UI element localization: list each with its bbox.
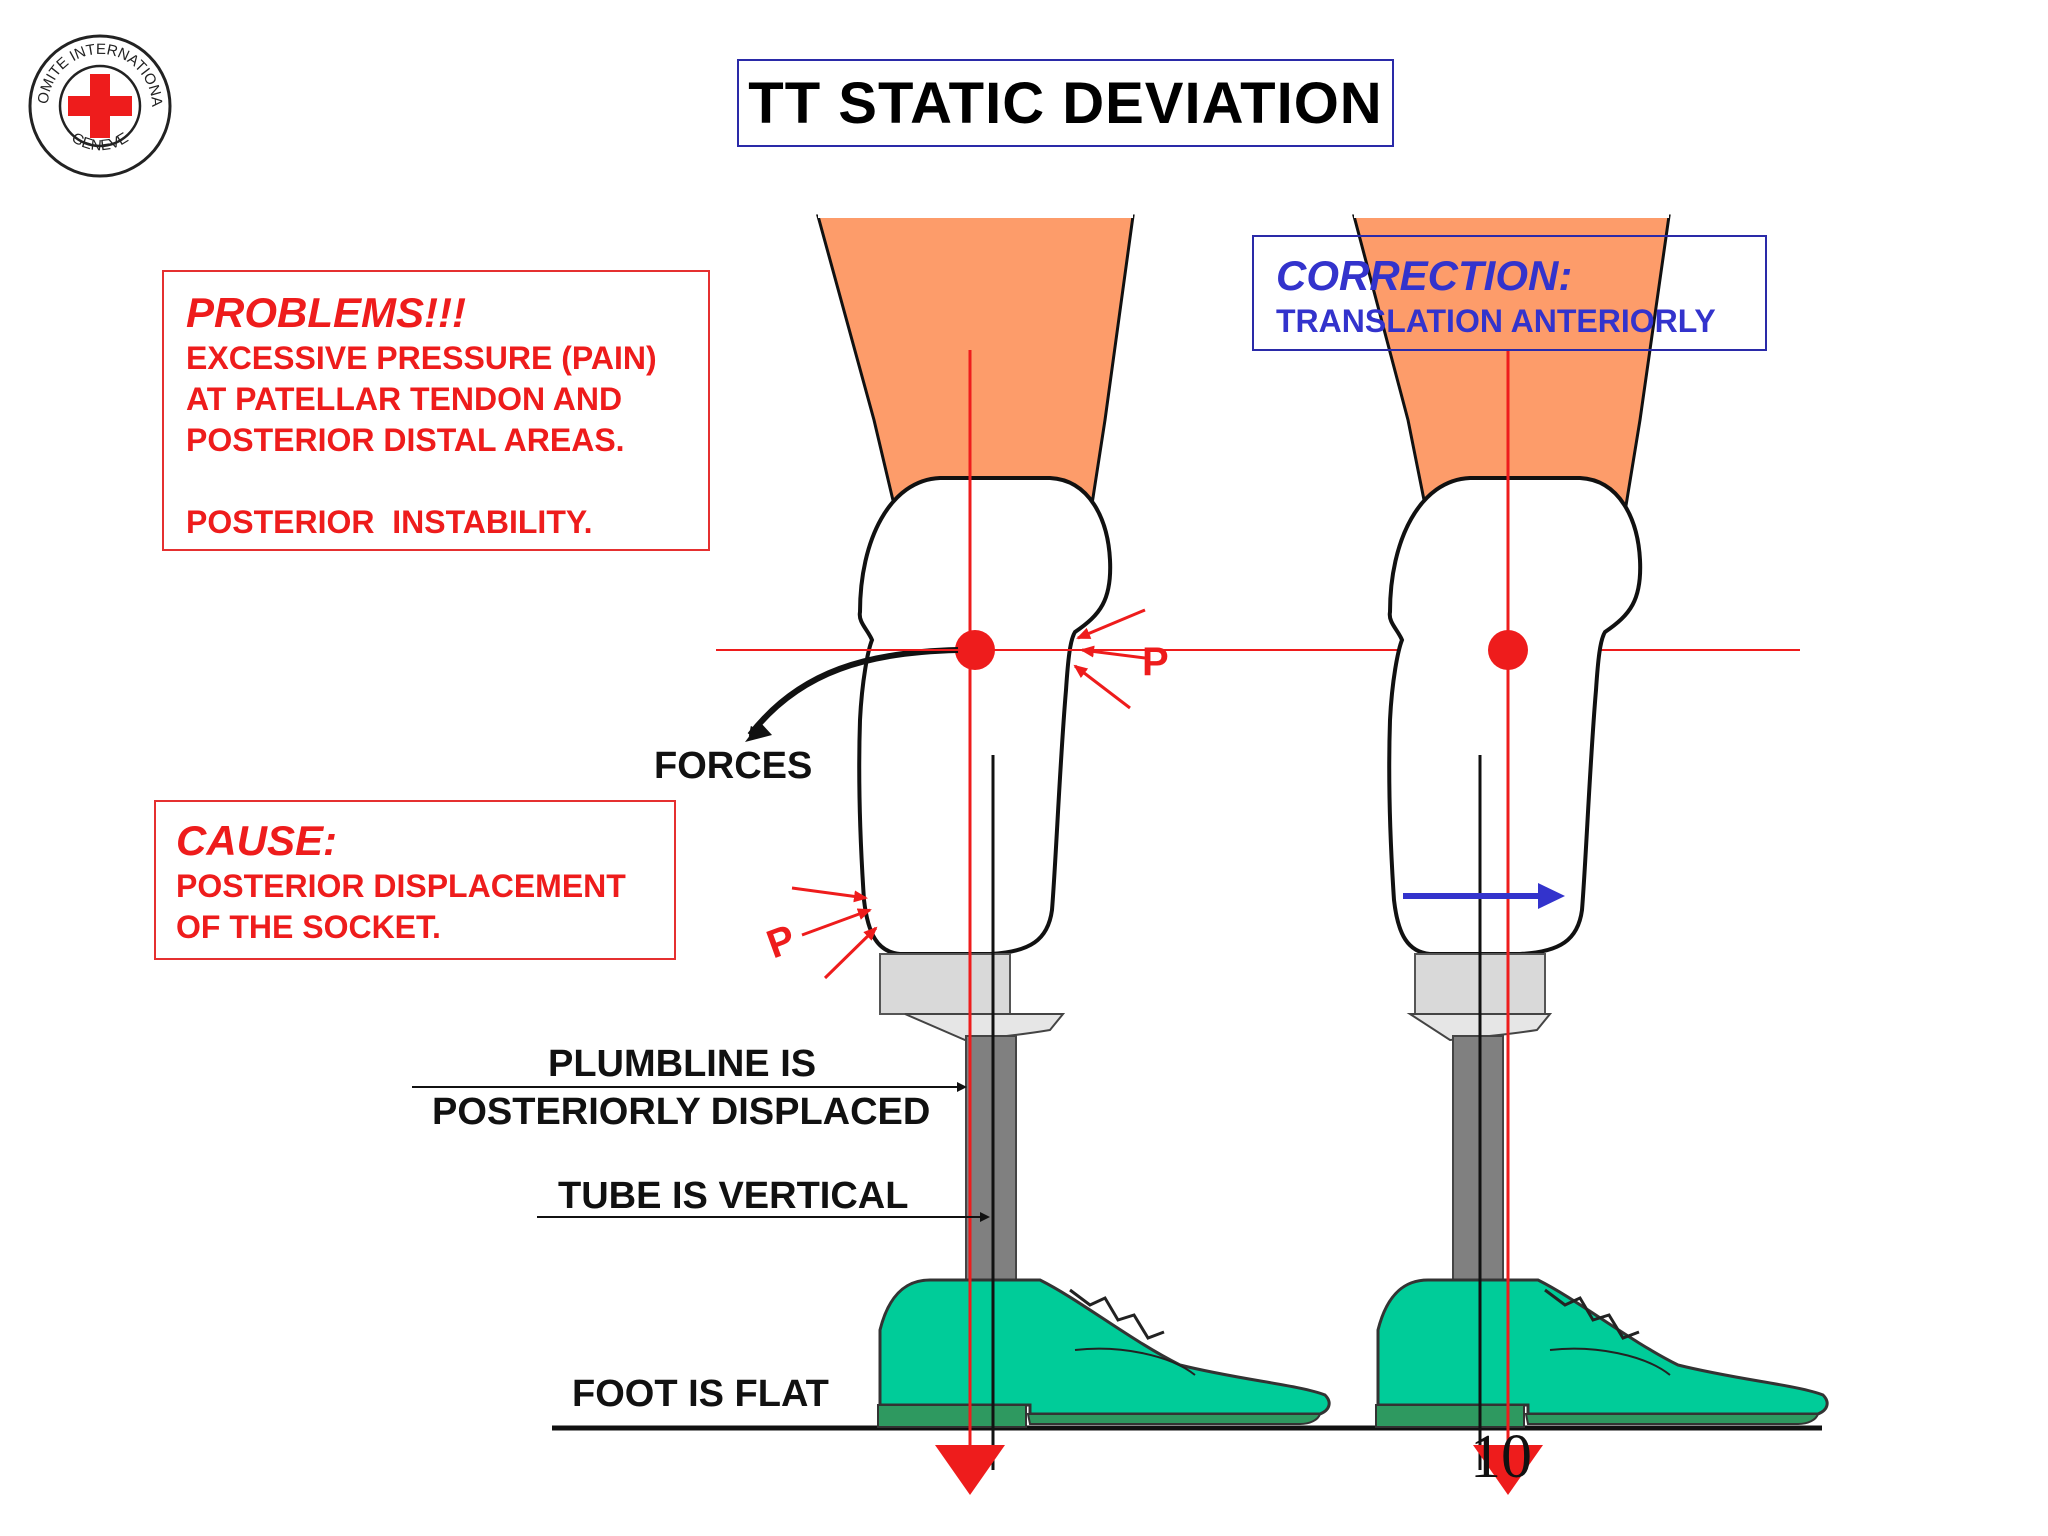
page-title: TT STATIC DEVIATION <box>737 59 1394 147</box>
problems-line: EXCESSIVE PRESSURE (PAIN) <box>186 340 657 376</box>
cause-line: POSTERIOR DISPLACEMENT <box>176 868 626 904</box>
right-plumb-arrowhead <box>1473 1445 1543 1495</box>
left-heel <box>877 1404 1027 1428</box>
page-title-text: TT STATIC DEVIATION <box>748 70 1383 136</box>
cause-heading: CAUSE: <box>176 817 338 864</box>
correction-box: CORRECTION: TRANSLATION ANTERIORLY <box>1252 235 1767 351</box>
page-number: 10 <box>1470 1423 1532 1491</box>
left-socket <box>857 476 1113 956</box>
right-socket <box>1387 476 1643 956</box>
pressure-arrow <box>823 926 878 980</box>
problems-line: POSTERIOR DISTAL AREAS. <box>186 422 625 458</box>
correction-text: TRANSLATION ANTERIORLY <box>1276 303 1716 339</box>
forces-arrow <box>747 647 959 737</box>
left-limb <box>412 214 1331 1495</box>
red-cross-icon <box>68 74 132 138</box>
right-knee-center <box>1488 630 1528 670</box>
pressure-arrow <box>1073 664 1131 710</box>
right-heel <box>1375 1404 1525 1428</box>
right-shoe <box>1376 1278 1829 1416</box>
cause-line: OF THE SOCKET. <box>176 909 441 945</box>
cause-box: CAUSE: POSTERIOR DISPLACEMENT OF THE SOC… <box>154 800 676 960</box>
foot-label: FOOT IS FLAT <box>572 1373 829 1415</box>
left-adapter <box>879 953 1011 1015</box>
problems-line: AT PATELLAR TENDON AND <box>186 381 623 417</box>
pressure-label-top: P <box>1142 640 1169 684</box>
icrc-logo: COMITE INTERNATIONAL GENEVE <box>26 32 172 178</box>
correction-heading: CORRECTION: <box>1276 252 1573 299</box>
plumbline-label-1: PLUMBLINE IS <box>548 1043 817 1085</box>
tube-label: TUBE IS VERTICAL <box>558 1175 909 1217</box>
pressure-arrow <box>1080 645 1146 660</box>
pressure-arrow <box>801 908 872 937</box>
problems-heading: PROBLEMS!!! <box>186 289 466 336</box>
forces-label: FORCES <box>654 745 813 787</box>
pressure-arrow <box>1076 608 1146 640</box>
pressure-arrow <box>791 886 868 903</box>
translation-arrowhead <box>1538 883 1565 909</box>
plumbline-label-2: POSTERIORLY DISPLACED <box>432 1091 931 1133</box>
left-plumb-arrowhead <box>935 1445 1005 1495</box>
right-limb <box>1352 214 1829 1495</box>
problems-extra: POSTERIOR INSTABILITY. <box>186 504 593 540</box>
left-pylon <box>965 1035 1017 1291</box>
right-pylon <box>1452 1035 1504 1291</box>
problems-box: PROBLEMS!!! EXCESSIVE PRESSURE (PAIN) AT… <box>162 270 710 551</box>
